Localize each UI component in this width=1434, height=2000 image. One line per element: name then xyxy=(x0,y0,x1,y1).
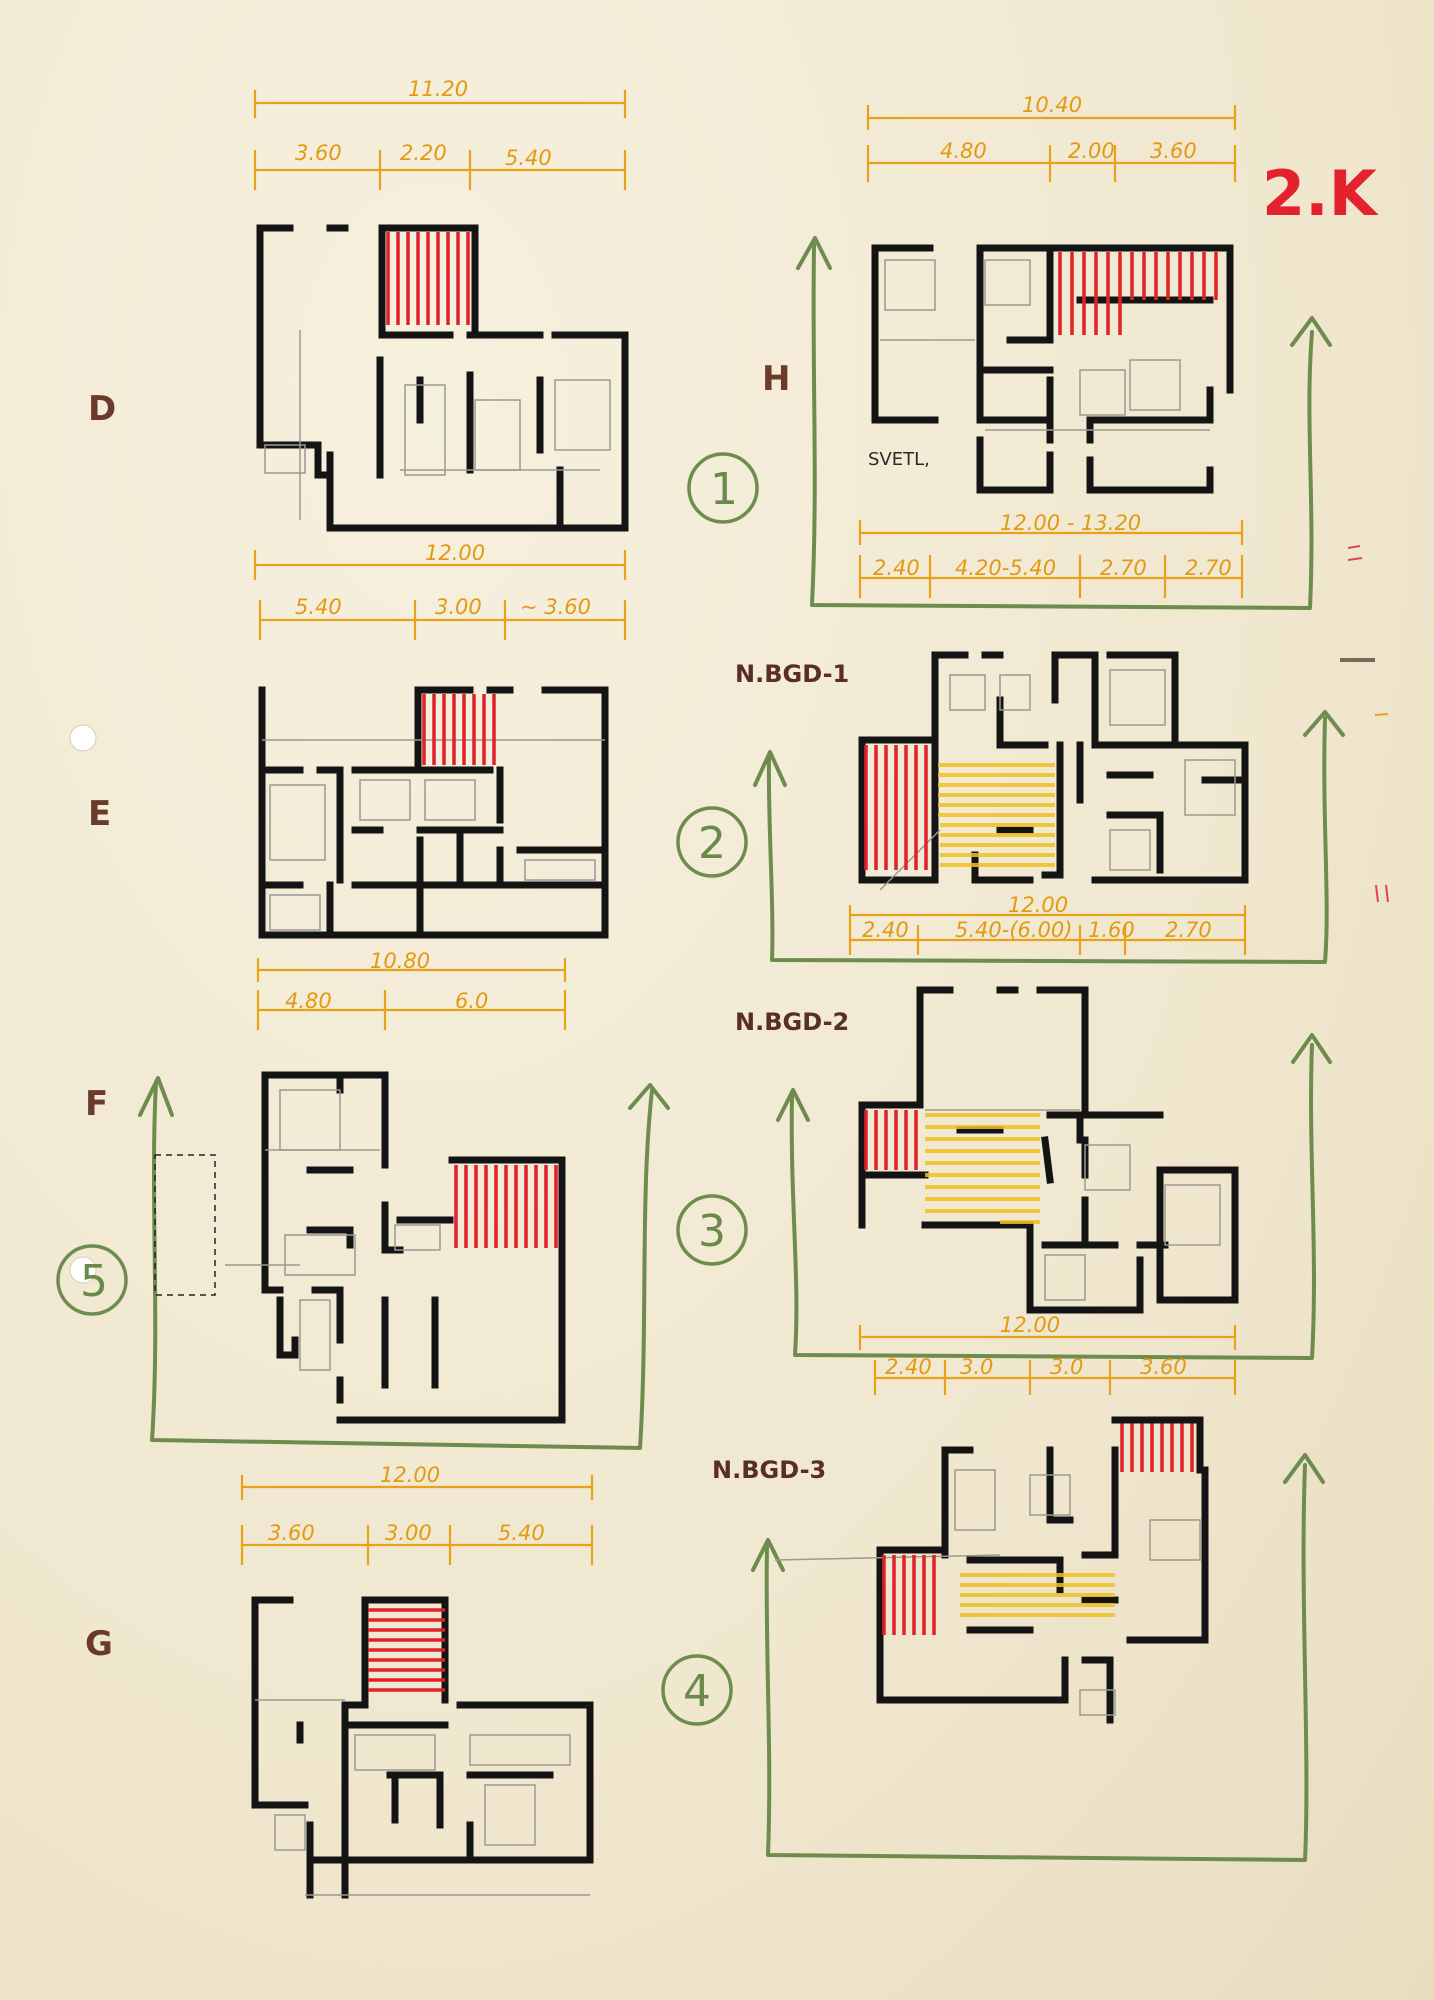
dim-total-d-bottom: 12.00 xyxy=(425,541,485,565)
plan-e: E 10.80 4.80 6.0 xyxy=(88,686,609,1030)
green-arrow-f xyxy=(138,1076,670,1450)
red-hatch-d xyxy=(386,232,470,325)
circle-marker-1 xyxy=(687,452,759,524)
dim-part-h-3: 3.60 xyxy=(1150,139,1197,163)
yellow-hatch-nbgd-2 xyxy=(925,1113,1040,1224)
circle-marker-2 xyxy=(676,806,748,878)
plan-nbgd-1: N.BGD-1 2 12.00 xyxy=(676,651,1345,964)
circle-number-2: 2 xyxy=(698,818,726,869)
plan-label-nbgd-1: N.BGD-1 xyxy=(735,660,849,688)
yellow-hatch-nbgd-1 xyxy=(938,763,1055,867)
yellow-hatch-nbgd-3 xyxy=(960,1573,1115,1617)
circle-marker-4 xyxy=(661,1654,733,1726)
dim-part-h-7: 2.70 xyxy=(1185,556,1232,580)
dim-part-d-5: 3.00 xyxy=(435,595,482,619)
red-hatch-e xyxy=(422,694,496,765)
dim-total-h-top: 10.40 xyxy=(1022,93,1082,117)
dimension-bottom-d: 12.00 5.40 3.00 ~ 3.60 xyxy=(253,541,627,640)
dimension-top-d: 11.20 3.60 2.20 5.40 xyxy=(253,77,627,190)
note-svetl: SVETL, xyxy=(868,449,930,470)
plan-h: H 1 10.40 4.80 2.00 3.60 xyxy=(687,93,1332,610)
circle-number-4: 4 xyxy=(683,1666,711,1717)
dim-part-h-5: 4.20-5.40 xyxy=(955,556,1056,580)
dim-part-g-1: 3.60 xyxy=(268,1521,315,1545)
dim-part-nbgd-1-2: 5.40-(6.00) xyxy=(955,918,1072,942)
dim-total-e: 10.80 xyxy=(370,949,430,973)
red-hatch-h xyxy=(1058,252,1218,335)
plan-letter-e: E xyxy=(88,794,111,834)
sheet-code: 2.K xyxy=(1262,157,1379,230)
dim-total-d-top: 11.20 xyxy=(408,77,468,101)
dim-part-g-2: 3.00 xyxy=(385,1521,432,1545)
plan-letter-g: G xyxy=(85,1624,113,1664)
plan-label-nbgd-3: N.BGD-3 xyxy=(712,1456,826,1484)
red-hatch-nbgd-2 xyxy=(864,1110,918,1170)
margin-marks xyxy=(1340,545,1389,903)
dim-part-h-4: 2.40 xyxy=(873,556,920,580)
punch-hole-top xyxy=(69,724,97,752)
dim-part-nbgd-2-4: 3.60 xyxy=(1140,1355,1187,1379)
dim-part-d-2: 2.20 xyxy=(400,141,447,165)
dim-total-nbgd-2: 12.00 xyxy=(1000,1313,1060,1337)
circle-number-3: 3 xyxy=(698,1206,726,1257)
dim-part-g-3: 5.40 xyxy=(498,1521,545,1545)
dim-part-e-1: 4.80 xyxy=(285,989,332,1013)
dim-part-h-1: 4.80 xyxy=(940,139,987,163)
red-hatch-nbgd-3-left xyxy=(882,1555,936,1635)
dimension-bottom-nbgd-2: 12.00 2.40 3.0 3.0 3.60 xyxy=(858,1313,1237,1395)
dim-part-nbgd-1-3: 1.60 xyxy=(1088,918,1135,942)
green-arrow-nbgd-2 xyxy=(776,1033,1332,1360)
plan-letter-h: H xyxy=(762,359,790,399)
plan-label-nbgd-2: N.BGD-2 xyxy=(735,1008,849,1036)
dimension-bottom-h: 12.00 - 13.20 2.40 4.20-5.40 2.70 2.70 xyxy=(858,511,1244,598)
dim-part-nbgd-2-3: 3.0 xyxy=(1050,1355,1083,1379)
dim-part-nbgd-2-1: 2.40 xyxy=(885,1355,932,1379)
green-arrow-nbgd-1 xyxy=(753,710,1345,964)
punch-hole-bottom xyxy=(69,1256,97,1284)
dim-part-e-2: 6.0 xyxy=(455,989,488,1013)
dim-total-nbgd-1: 12.00 xyxy=(1008,893,1068,917)
plan-g: G 12.00 3.60 3.00 5.40 xyxy=(85,1463,594,1899)
plan-letter-f: F xyxy=(85,1084,108,1124)
dimension-bottom-e: 10.80 4.80 6.0 xyxy=(256,949,567,1030)
dim-total-g: 12.00 xyxy=(380,1463,440,1487)
plan-nbgd-3: N.BGD-3 4 xyxy=(661,1416,1325,1862)
dim-part-nbgd-2-2: 3.0 xyxy=(960,1355,993,1379)
circle-marker-5 xyxy=(56,1244,128,1316)
dim-part-d-1: 3.60 xyxy=(295,141,342,165)
dim-part-nbgd-1-4: 2.70 xyxy=(1165,918,1212,942)
dim-part-d-6: ~ 3.60 xyxy=(520,595,591,619)
plan-d: D 11.20 3.60 2.20 5.40 xyxy=(88,77,629,640)
dim-total-h-bottom: 12.00 - 13.20 xyxy=(1000,511,1141,535)
dim-part-nbgd-1-1: 2.40 xyxy=(862,918,909,942)
red-hatch-nbgd-1 xyxy=(864,745,928,870)
plan-f: F 5 xyxy=(56,1071,670,1450)
green-arrow-h xyxy=(796,236,1332,610)
dim-part-h-6: 2.70 xyxy=(1100,556,1147,580)
dimension-top-g: 12.00 3.60 3.00 5.40 xyxy=(240,1463,594,1565)
plan-nbgd-2: N.BGD-2 3 12.00 xyxy=(676,986,1332,1395)
dimension-bottom-nbgd-1: 12.00 2.40 5.40-(6.00) 1.60 2.70 xyxy=(848,893,1247,955)
circle-number-5: 5 xyxy=(80,1256,108,1307)
dimension-top-h: 10.40 4.80 2.00 3.60 xyxy=(866,93,1237,182)
red-hatch-f xyxy=(454,1165,558,1248)
circle-marker-3 xyxy=(676,1194,748,1266)
dim-part-d-3: 5.40 xyxy=(505,146,552,170)
red-hatch-nbgd-3-right xyxy=(1111,1416,1204,1474)
dim-part-h-2: 2.00 xyxy=(1068,139,1115,163)
circle-number-1: 1 xyxy=(710,464,738,515)
red-hatch-g xyxy=(368,1608,445,1692)
dim-part-d-4: 5.40 xyxy=(295,595,342,619)
plan-letter-d: D xyxy=(88,389,116,429)
